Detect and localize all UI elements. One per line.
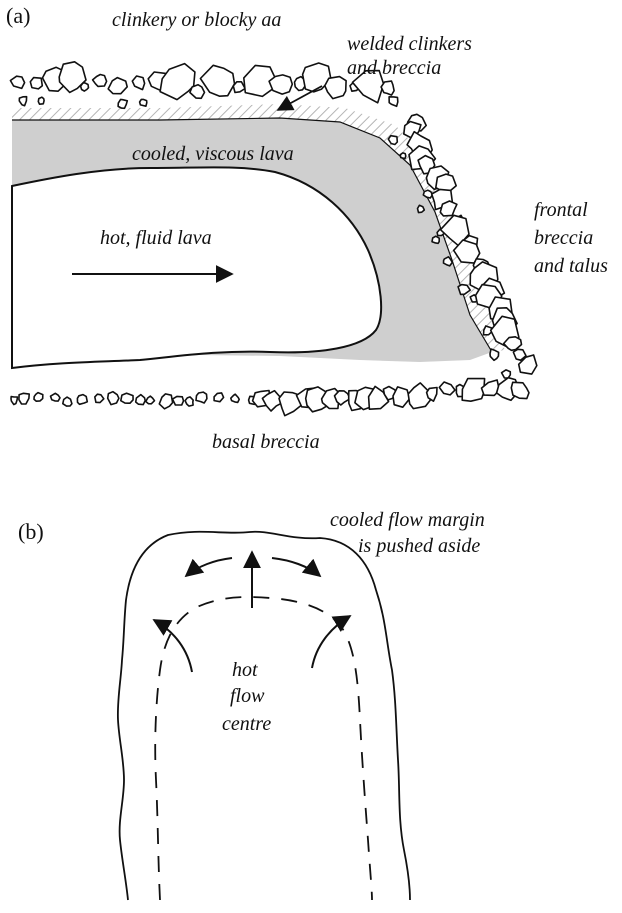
clinker-block: [387, 134, 399, 146]
panel-b-tag: (b): [18, 519, 44, 544]
clinker-block: [158, 393, 174, 410]
clinker-block: [442, 256, 454, 267]
clinker-block: [232, 81, 246, 94]
clinker-block: [134, 393, 146, 406]
clinker-block: [388, 96, 399, 108]
clinker-block: [195, 391, 208, 404]
clinker-block: [500, 369, 512, 379]
clinker-block: [480, 379, 501, 397]
panel-a-tag: (a): [6, 3, 31, 28]
clinker-block: [91, 73, 108, 88]
clinker-block: [489, 348, 500, 362]
clinker-block: [29, 76, 44, 90]
panel-a-diagram: [9, 61, 538, 417]
centre-label-line3: centre: [222, 713, 272, 735]
clinker-block: [120, 392, 134, 404]
clinker-block: [320, 387, 340, 410]
welded-leader-arrow: [276, 85, 323, 111]
margin-label-line2: is pushed aside: [358, 535, 481, 557]
clinker-block: [510, 381, 530, 400]
margin-push-right-arrow: [271, 557, 322, 578]
clinker-block: [58, 61, 87, 94]
clinker-block: [425, 386, 438, 402]
clinker-block: [107, 76, 128, 95]
clinker-block: [33, 391, 44, 402]
hot-lava-label: hot, fluid lava: [100, 227, 212, 249]
clinker-block: [261, 389, 283, 412]
clinker-block: [18, 392, 30, 405]
clinker-block: [461, 377, 486, 402]
clinker-block: [439, 200, 458, 217]
cooled-margin-dashed-boundary: [154, 596, 373, 901]
clinker-block: [131, 75, 146, 91]
right-margin-arrow: [311, 615, 352, 669]
centre-label-line1: hot: [232, 659, 258, 681]
clinker-block: [171, 395, 185, 406]
clinker-block: [243, 64, 280, 98]
left-margin-arrow: [152, 619, 193, 673]
clinker-block: [416, 204, 426, 214]
panel-b-diagram: [116, 530, 411, 901]
frontal-label-line1: frontal: [534, 199, 588, 221]
cooled-lava-label: cooled, viscous lava: [132, 143, 294, 165]
clinker-block: [76, 393, 89, 406]
clinker-block: [94, 393, 105, 404]
clinker-block: [62, 396, 73, 407]
clinker-block: [230, 393, 240, 404]
frontal-breccia-blocks: [387, 113, 538, 379]
hot-lava-core: [11, 166, 383, 370]
clinker-block: [482, 325, 493, 336]
clinker-block: [117, 98, 129, 110]
frontal-label-line3: and talus: [534, 255, 608, 277]
clinker-block: [18, 95, 28, 107]
clinker-block: [512, 348, 527, 361]
clinker-block: [49, 392, 61, 402]
margin-push-left-arrow: [184, 557, 233, 578]
basal-breccia-label: basal breccia: [212, 431, 320, 453]
clinker-block: [138, 98, 148, 107]
clinker-block: [517, 354, 538, 375]
clinker-block: [382, 385, 400, 401]
clinker-block: [184, 396, 194, 407]
clinker-block: [399, 152, 407, 160]
clinker-block: [431, 235, 440, 245]
flow-margin-outline: [116, 530, 411, 901]
clinker-block: [301, 62, 332, 93]
clinker-block: [438, 381, 456, 396]
clinker-block: [392, 386, 411, 408]
clinker-block: [189, 83, 206, 100]
clinker-block: [380, 80, 395, 96]
basal-breccia-blocks: [10, 376, 530, 417]
clinker-block: [199, 64, 236, 97]
clinker-block: [502, 336, 523, 352]
clinker-block: [268, 74, 294, 95]
frontal-label-line2: breccia: [534, 227, 594, 249]
clinker-block: [457, 283, 471, 296]
clinker-block: [79, 82, 90, 92]
centre-label-line2: flow: [230, 685, 265, 707]
clinker-block: [333, 390, 351, 406]
clinker-block: [159, 62, 196, 101]
clinker-block: [213, 392, 225, 403]
clinker-block: [422, 189, 434, 199]
clinker-block: [407, 382, 432, 410]
clinker-block: [106, 390, 120, 406]
top-clinker-blocks: [9, 61, 399, 110]
clinkery-label: clinkery or blocky aa: [112, 9, 282, 31]
clinker-block: [324, 75, 347, 100]
welded-label-line2: and breccia: [347, 57, 442, 79]
welded-label-line1: welded clinkers: [347, 33, 472, 55]
clinker-block: [37, 96, 45, 105]
clinker-block: [9, 75, 26, 90]
clinker-block: [145, 395, 156, 405]
clinker-block: [351, 69, 385, 104]
margin-label-line1: cooled flow margin: [330, 509, 485, 531]
clinker-block: [10, 395, 19, 406]
